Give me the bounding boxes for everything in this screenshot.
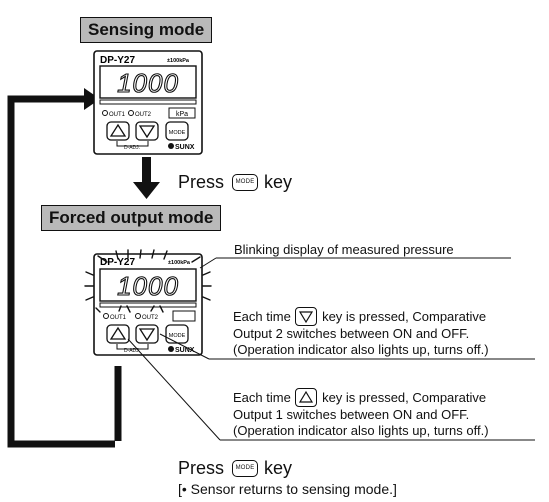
forced-mode-device: DP-Y27 ±100kPa 1000 OUT1 OUT2 MODE D-ADJ… bbox=[84, 249, 535, 441]
up-triangle-key-icon bbox=[295, 388, 318, 407]
step2-press-text: Press bbox=[178, 458, 225, 478]
out2-indicator-label: OUT2 bbox=[142, 315, 159, 321]
blinking-annotation: Blinking display of measured pressure bbox=[234, 242, 454, 257]
down-annotation-line3: (Operation indicator also lights up, tur… bbox=[233, 342, 489, 357]
up-annotation-suffix: key is pressed, Comparative bbox=[322, 390, 487, 405]
pressure-reading-display: 1000 bbox=[117, 68, 179, 98]
d-adj-label: D-ADJ. bbox=[124, 348, 140, 354]
transition-arrow-shaft bbox=[142, 157, 151, 184]
forced-output-mode-title: Forced output mode bbox=[41, 205, 222, 231]
brand-logo: SUNX bbox=[175, 347, 195, 354]
up-annotation-line2: Output 1 switches between ON and OFF. bbox=[233, 407, 470, 422]
device-model-label: DP-Y27 bbox=[100, 257, 135, 268]
return-loop-line bbox=[7, 95, 115, 448]
unit-label: kPa bbox=[176, 111, 188, 118]
mode-key-label: MODE bbox=[169, 333, 186, 339]
out1-indicator-label: OUT1 bbox=[110, 315, 127, 321]
down-key-annotation: Each time key is pressed, Comparative Ou… bbox=[233, 307, 489, 358]
brand-logo: SUNX bbox=[175, 144, 195, 151]
up-annotation-line3: (Operation indicator also lights up, tur… bbox=[233, 423, 489, 438]
blink-rays bbox=[84, 249, 212, 313]
d-adj-label: D-ADJ. bbox=[124, 145, 140, 151]
step1-press-text: Press bbox=[178, 172, 225, 192]
device-model-label: DP-Y27 bbox=[100, 55, 135, 66]
mode-key-label: MODE bbox=[169, 130, 186, 136]
step2-key-word: key bbox=[264, 458, 293, 478]
mode-key-icon: MODE bbox=[232, 459, 259, 477]
return-loop-arrowhead bbox=[84, 88, 100, 110]
out2-indicator-label: OUT2 bbox=[135, 112, 152, 118]
mode-key-icon: MODE bbox=[232, 173, 259, 191]
device-range-label: ±100kPa bbox=[167, 58, 190, 64]
sensing-device: DP-Y27 ±100kPa 1000 OUT1 OUT2 kPa MODE D… bbox=[93, 50, 203, 155]
down-triangle-key-icon bbox=[295, 307, 318, 326]
step2-note: [• Sensor returns to sensing mode.] bbox=[178, 481, 397, 497]
out1-indicator-label: OUT1 bbox=[109, 112, 126, 118]
transition-arrow-head bbox=[133, 182, 160, 199]
down-annotation-prefix: Each time bbox=[233, 309, 291, 324]
down-annotation-line2: Output 2 switches between ON and OFF. bbox=[233, 326, 470, 341]
up-annotation-prefix: Each time bbox=[233, 390, 291, 405]
sensing-mode-title: Sensing mode bbox=[80, 17, 213, 43]
step1-instruction: Press MODE key bbox=[178, 172, 292, 192]
mode-key[interactable] bbox=[165, 121, 189, 141]
up-key-annotation: Each time key is pressed, Comparative Ou… bbox=[233, 388, 489, 439]
device-range-label: ±100kPa bbox=[168, 260, 191, 266]
down-annotation-suffix: key is pressed, Comparative bbox=[322, 309, 487, 324]
step2-instruction: Press MODE key bbox=[178, 458, 292, 478]
step1-key-word: key bbox=[264, 172, 293, 192]
blinking-pressure-display: 1000 bbox=[117, 271, 179, 301]
